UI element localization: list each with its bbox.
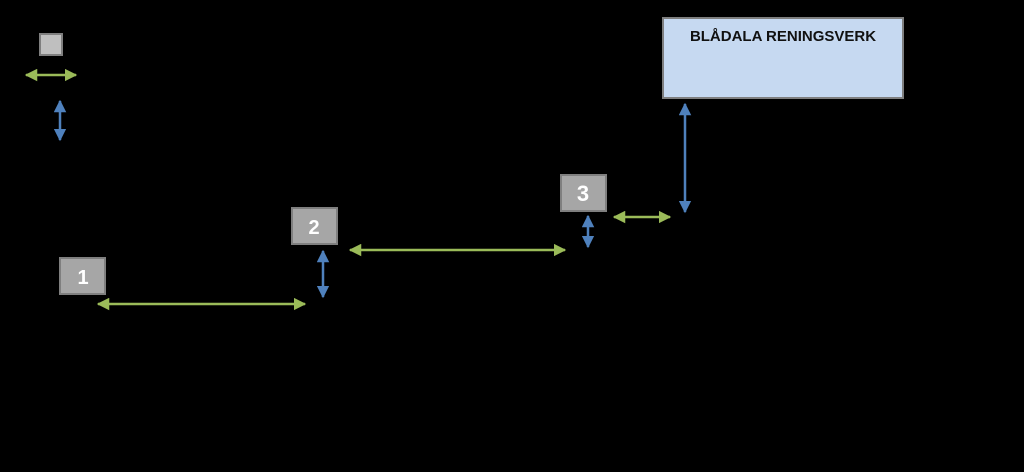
node-1-label: 1 [77,267,88,289]
legend [24,33,78,142]
treatment-plant: BLÅDALA RENINGSVERK [662,17,904,99]
node-3-label: 3 [577,181,589,206]
treatment-plant-box [662,17,904,99]
node-3-box [560,174,607,212]
legend-node-icon [39,33,63,56]
node-2: 2 [291,207,338,245]
node-2-box [291,207,338,245]
node-1-box [59,257,106,295]
node-2-label: 2 [308,217,319,239]
node-1: 1 [59,257,106,295]
treatment-plant-label: BLÅDALA RENINGSVERK [690,28,876,45]
node-3: 3 [560,174,607,212]
